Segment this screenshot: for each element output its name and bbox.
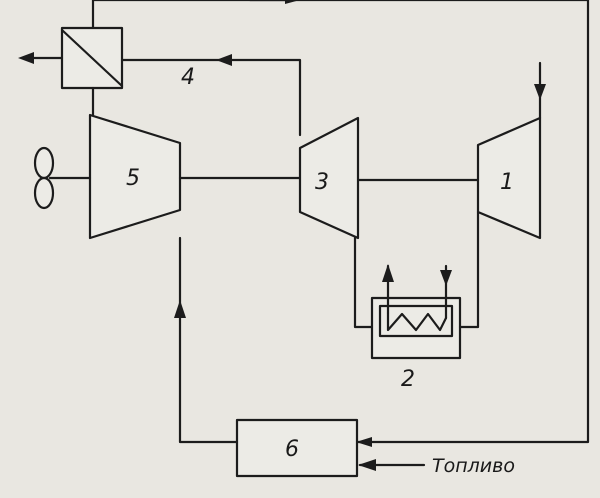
turbine-3 [298, 116, 360, 240]
label-combustor-6: 6 [285, 437, 299, 462]
coil-icon [386, 311, 448, 332]
arrow-icon [216, 54, 232, 66]
label-heat-exchanger-2: 2 [401, 367, 415, 392]
label-turbine-3: 3 [315, 170, 329, 195]
arrow-icon [356, 437, 372, 447]
fan-icon [33, 146, 92, 210]
combustor-6 [235, 418, 359, 478]
compressor1-to-hx-pipe [458, 210, 480, 329]
label-compressor-1: 1 [500, 170, 514, 195]
outer-loop-pipe [91, 0, 590, 447]
turbine3-to-recuperator-pipe [120, 58, 302, 137]
label-fuel: Топливо [432, 455, 515, 477]
arrow-icon [382, 264, 394, 282]
turbine-5 [88, 113, 182, 240]
label-turbine-5: 5 [126, 166, 140, 191]
heat-exchanger-inner [378, 304, 454, 338]
combustor-to-turbine5-pipe [178, 236, 239, 444]
arrow-icon [358, 459, 376, 471]
label-recuperator-4: 4 [181, 65, 195, 90]
arrow-icon [440, 270, 452, 286]
arrow-icon [18, 52, 34, 64]
arrow-icon [534, 84, 546, 100]
arrow-icon [174, 300, 186, 318]
turbine3-to-hx-pipe [353, 236, 374, 329]
compressor-1 [476, 116, 542, 240]
recuperator-block [60, 26, 124, 90]
arrow-icon [285, 0, 300, 4]
